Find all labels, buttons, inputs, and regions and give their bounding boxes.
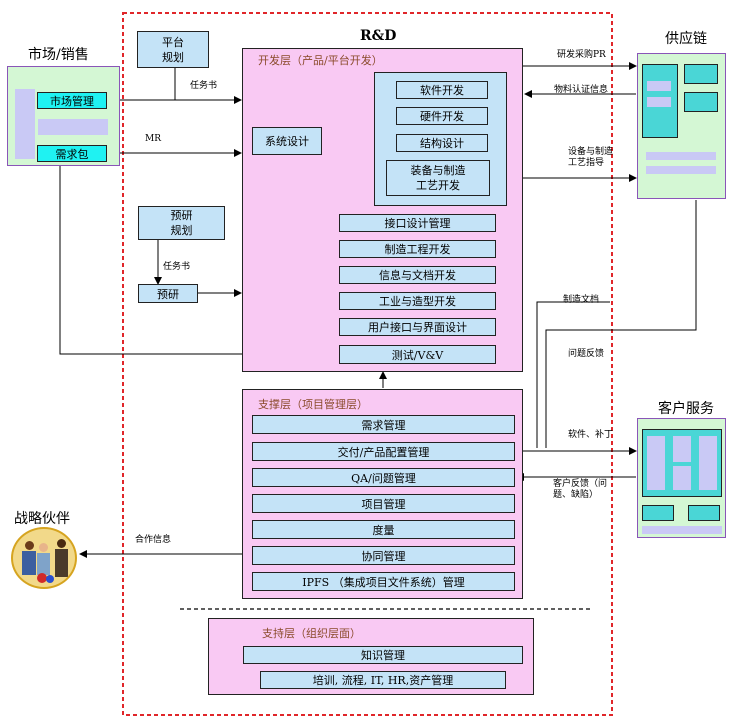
- support-layer-title: 支撑层（项目管理层）: [258, 398, 368, 411]
- label-issue-feedback: 问题反馈: [568, 349, 605, 359]
- knowledge-mgmt-box[interactable]: 知识管理: [243, 646, 523, 664]
- project-mgmt-box[interactable]: 项目管理: [252, 494, 515, 513]
- collaboration-mgmt-box[interactable]: 协同管理: [252, 546, 515, 565]
- info-doc-dev-box[interactable]: 信息与文档开发: [339, 266, 496, 284]
- system-design-box[interactable]: 系统设计: [252, 127, 322, 155]
- supply-small-1: [684, 64, 718, 84]
- interface-design-mgmt-box[interactable]: 接口设计管理: [339, 214, 496, 232]
- label-mr: MR: [145, 134, 161, 144]
- page-title: R&D: [360, 28, 397, 44]
- requirements-mgmt-box[interactable]: 需求管理: [252, 415, 515, 434]
- qa-issue-mgmt-box[interactable]: QA/问题管理: [252, 468, 515, 487]
- equip-dev-box[interactable]: 装备与制造 工艺开发: [386, 160, 490, 196]
- label-mfg-doc: 制造文档: [563, 295, 600, 305]
- ipfs-mgmt-box[interactable]: IPFS （集成项目文件系统）管理: [252, 572, 515, 591]
- supply-block: [642, 64, 678, 138]
- test-vv-box[interactable]: 测试/V&V: [339, 345, 496, 364]
- label-task2: 任务书: [163, 262, 191, 272]
- rd-boundary: [122, 12, 613, 716]
- partner-people-icon: [11, 527, 77, 589]
- label-material-info: 物料认证信息: [554, 85, 609, 95]
- training-process-box[interactable]: 培训, 流程, IT, HR,资产管理: [260, 671, 506, 689]
- service-panel: [637, 418, 726, 538]
- delivery-config-mgmt-box[interactable]: 交付/产品配置管理: [252, 442, 515, 461]
- dev-layer-title: 开发层（产品/平台开发）: [258, 54, 383, 67]
- metrics-box[interactable]: 度量: [252, 520, 515, 539]
- structure-design-box[interactable]: 结构设计: [396, 134, 488, 152]
- ui-design-box[interactable]: 用户接口与界面设计: [339, 318, 496, 336]
- market-mgmt-box[interactable]: 市场管理: [37, 92, 107, 109]
- supply-panel: [637, 53, 726, 199]
- label-equip-guide: 设备与制造 工艺指导: [568, 147, 614, 168]
- label-task1: 任务书: [190, 81, 218, 91]
- software-dev-box[interactable]: 软件开发: [396, 81, 488, 99]
- label-rd-pr: 研发采购PR: [557, 50, 606, 60]
- partner-title: 战略伙伴: [14, 511, 70, 527]
- market-slot: [38, 119, 108, 135]
- preresearch-box[interactable]: 预研: [138, 284, 198, 303]
- org-layer-title: 支持层（组织层面）: [262, 627, 361, 640]
- market-bar: [15, 89, 35, 159]
- label-software-patch: 软件、补丁: [568, 430, 614, 440]
- supply-small-2: [684, 92, 718, 112]
- supply-title: 供应链: [665, 31, 707, 47]
- label-coop-info: 合作信息: [135, 535, 172, 545]
- industrial-design-box[interactable]: 工业与造型开发: [339, 292, 496, 310]
- preresearch-planning-box[interactable]: 预研 规划: [138, 206, 225, 240]
- label-customer-feedback: 客户反馈（问 题、缺陷）: [553, 479, 608, 500]
- platform-planning-box[interactable]: 平台 规划: [137, 31, 209, 68]
- service-block: [642, 429, 722, 497]
- market-title: 市场/销售: [28, 47, 89, 63]
- hardware-dev-box[interactable]: 硬件开发: [396, 107, 488, 125]
- mfg-engineering-box[interactable]: 制造工程开发: [339, 240, 496, 258]
- demand-pkg-box[interactable]: 需求包: [37, 145, 107, 162]
- service-title: 客户服务: [658, 401, 714, 417]
